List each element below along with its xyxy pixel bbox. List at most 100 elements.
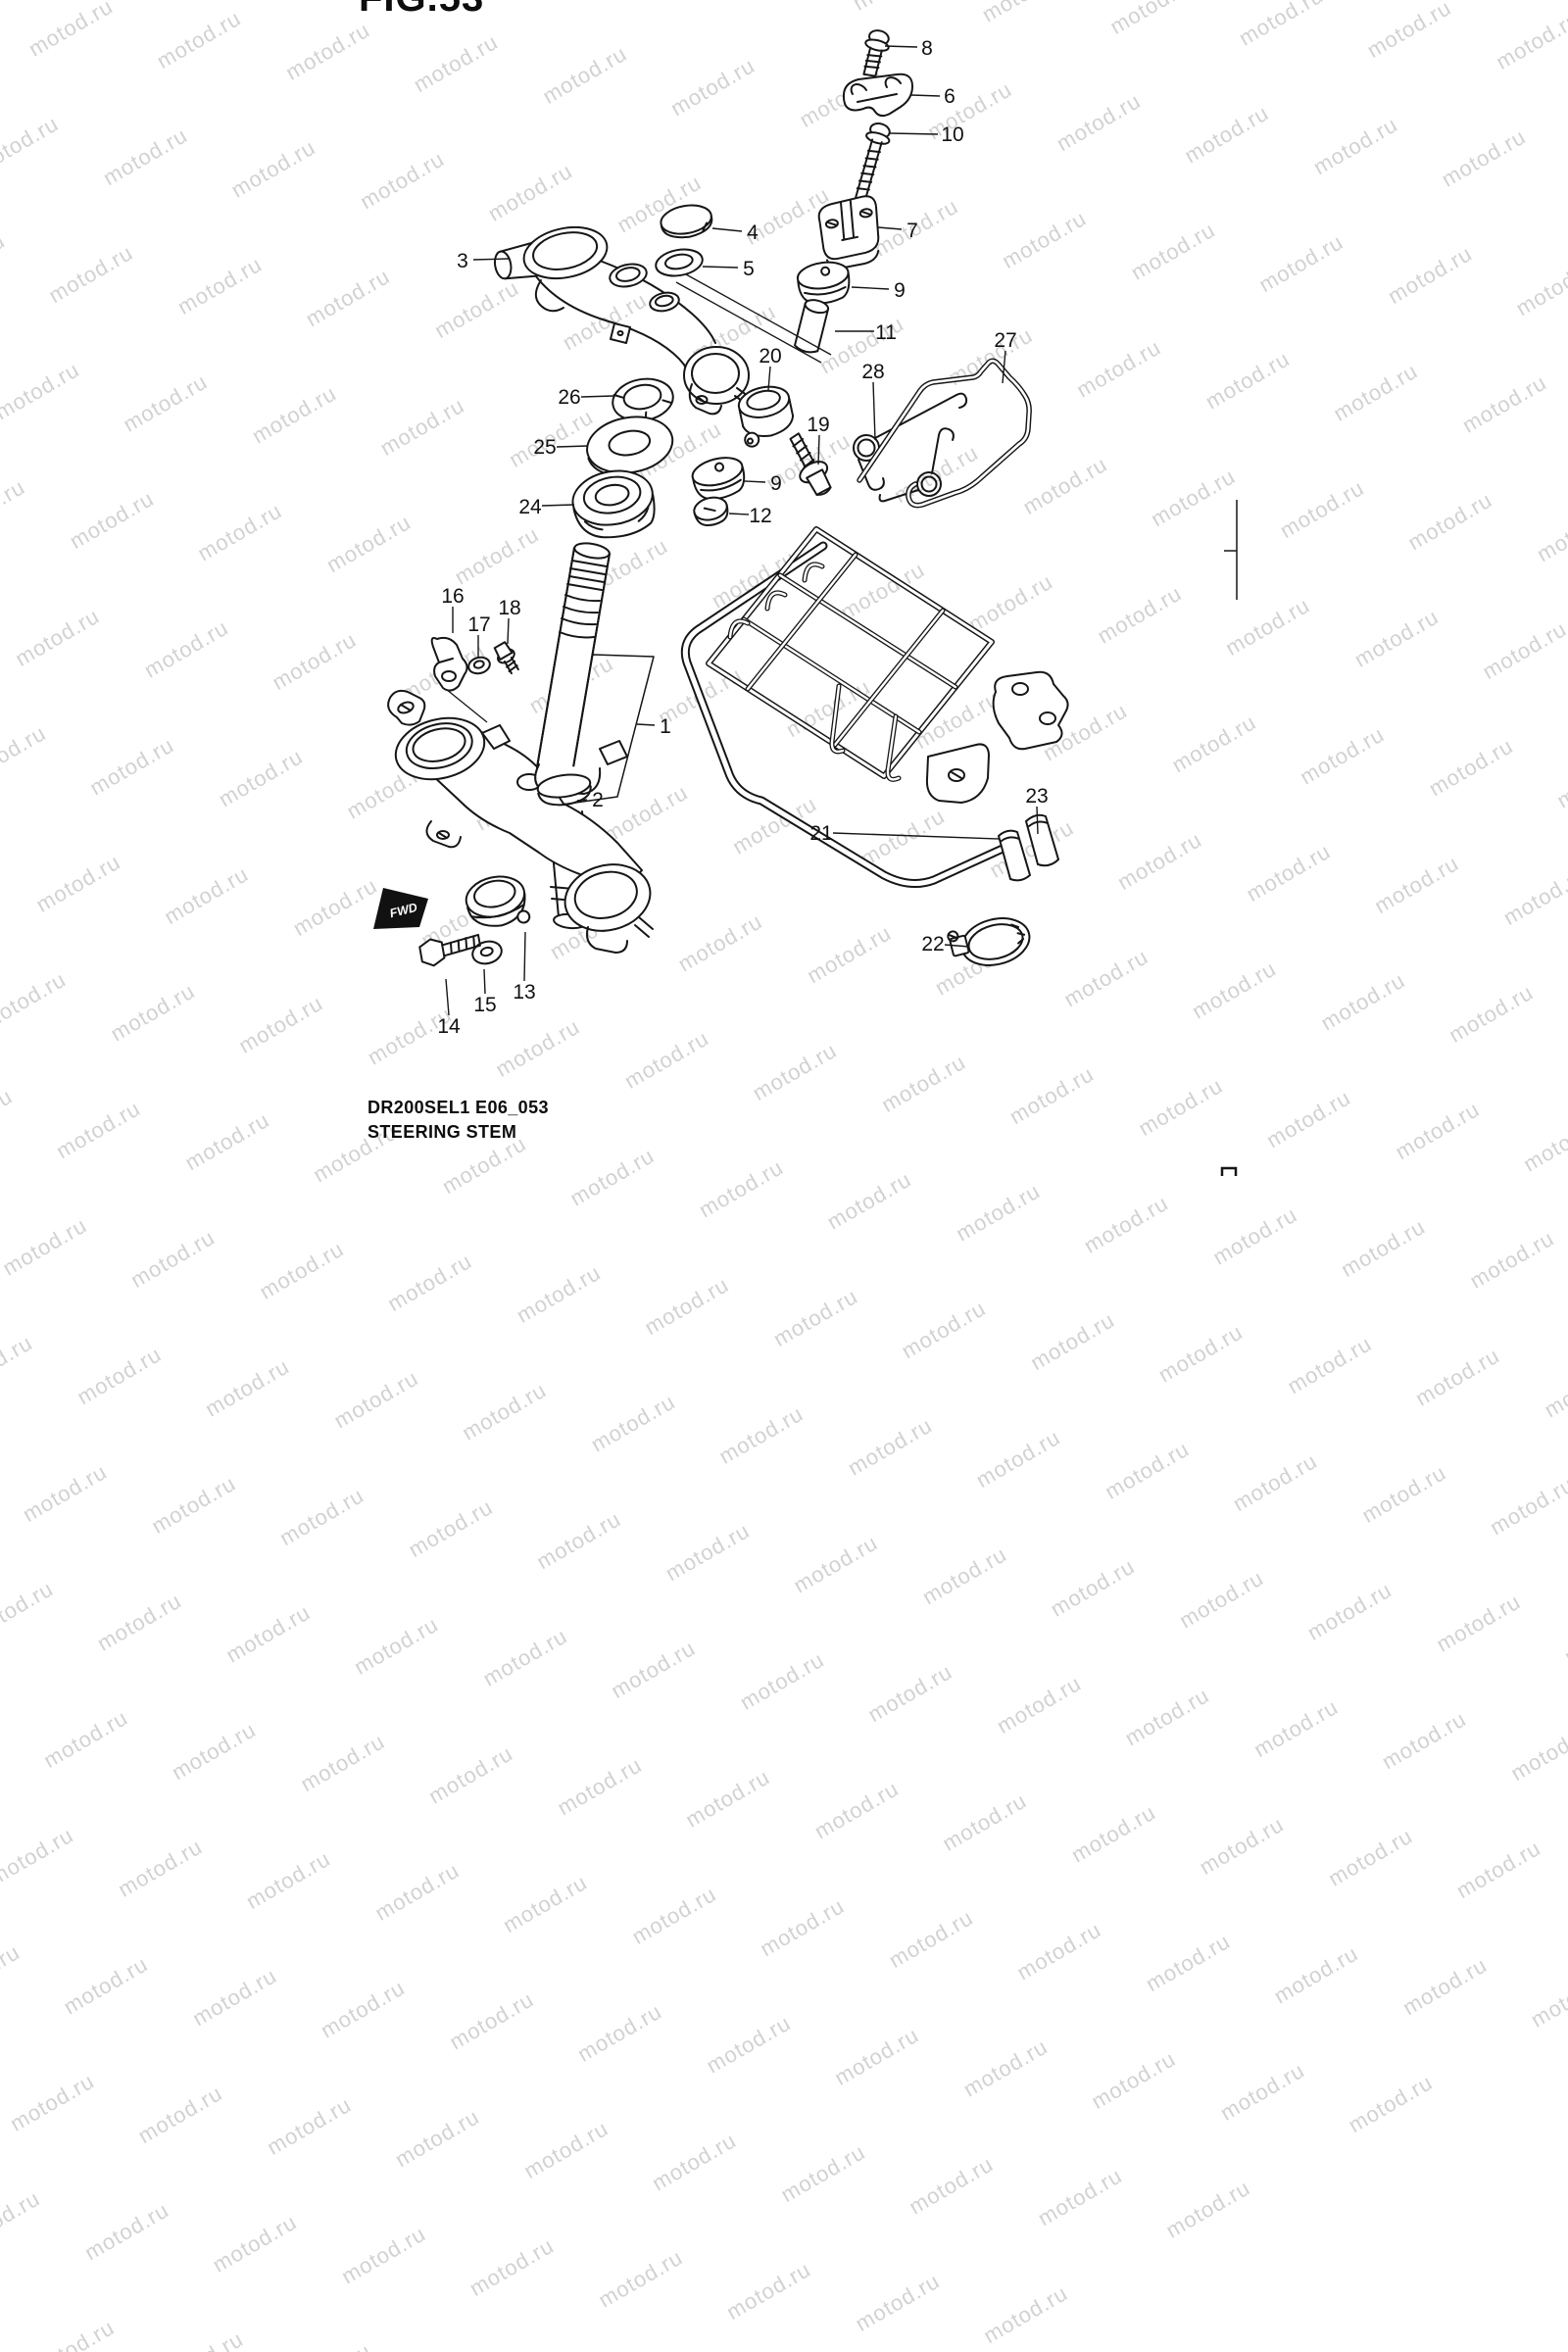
part-7-handlebar-holder	[817, 195, 880, 270]
callout-leader-28	[872, 381, 876, 441]
watermark-text: motod.ru	[1066, 1799, 1160, 1868]
watermark-text: motod.ru	[1120, 1683, 1214, 1751]
callout-number-12: 12	[749, 505, 771, 527]
callout-leader-7	[877, 226, 903, 230]
callout-leader-13	[523, 931, 526, 982]
watermark-text: motod.ru	[532, 1506, 625, 1575]
watermark-text: motod.ru	[843, 1412, 937, 1481]
watermark-text: motod.ru	[0, 1212, 91, 1281]
watermark-text: motod.ru	[241, 1845, 335, 1914]
watermark-text: motod.ru	[1141, 1929, 1235, 1997]
watermark-text: motod.ru	[404, 1494, 498, 1562]
part-25-dust-seal-washer	[586, 416, 674, 476]
watermark-text: motod.ru	[133, 2080, 227, 2149]
callout-number-24: 24	[518, 496, 542, 518]
watermark-text: motod.ru	[512, 1259, 606, 1328]
callout-leader-8	[884, 45, 918, 48]
watermark-text: motod.ru	[971, 1424, 1065, 1493]
watermark-text: motod.ru	[1228, 1447, 1322, 1517]
watermark-text: motod.ru	[822, 1166, 916, 1235]
part-27-wire-bracket	[857, 358, 1032, 509]
watermark-text: motod.ru	[329, 1365, 423, 1434]
watermark-text: motod.ru	[221, 1599, 315, 1668]
watermark-text: motod.ru	[412, 2350, 505, 2352]
callout-leader-18	[507, 617, 510, 645]
part-21-front-carrier	[680, 526, 1069, 889]
part-16-bracket	[430, 636, 468, 692]
callout-number-10: 10	[941, 123, 963, 146]
callout-leader-23	[1036, 806, 1039, 835]
watermark-text: motod.ru	[594, 2244, 687, 2313]
callout-number-9: 9	[770, 472, 782, 495]
watermark-text: motod.ru	[188, 1963, 281, 2032]
watermark-text: motod.ru	[1033, 2163, 1127, 2231]
part-upper-triple-clamp	[493, 225, 752, 416]
watermark-text: motod.ru	[702, 2010, 796, 2079]
callout-leader-19	[817, 434, 820, 466]
watermark-text: motod.ru	[445, 1986, 538, 2055]
watermark-text: motod.ru	[938, 1788, 1032, 1856]
model-code: DR200SEL1 E06_053	[368, 1098, 549, 1117]
watermark-text: motod.ru	[1269, 1940, 1363, 2009]
part-26-stem-nut	[612, 377, 674, 432]
watermark-text: motod.ru	[263, 2091, 356, 2160]
watermark-text: motod.ru	[586, 1389, 680, 1457]
callout-number-15: 15	[473, 994, 496, 1016]
watermark-text: motod.ru	[789, 1530, 883, 1598]
callout-number-28: 28	[861, 361, 884, 383]
callout-number-1: 1	[660, 715, 671, 738]
callout-number-23: 23	[1025, 785, 1048, 808]
part-18-bolt	[493, 641, 519, 675]
watermark-text: motod.ru	[1526, 1964, 1568, 2033]
watermark-text: motod.ru	[917, 1542, 1011, 1610]
watermark-text: motod.ru	[1344, 2070, 1438, 2138]
fwd-arrow: FWD	[373, 888, 428, 929]
part-9-damper-lower	[691, 457, 746, 500]
callout-leader-1	[636, 723, 656, 726]
callout-number-14: 14	[437, 1015, 461, 1038]
fold-marks	[1220, 500, 1238, 1176]
callout-leader-20	[767, 366, 771, 391]
watermark-text: motod.ru	[499, 1869, 592, 1938]
watermark-text: motod.ru	[1208, 1201, 1301, 1270]
part-23-rubber-sleeve	[998, 813, 1059, 882]
part-22-hose-clamp	[947, 917, 1031, 966]
callout-leader-10	[889, 132, 939, 135]
callout-leader-15	[483, 968, 486, 995]
watermark-text: motod.ru	[952, 1178, 1045, 1247]
watermark-text: motod.ru	[1215, 2057, 1309, 2126]
callout-number-18: 18	[498, 597, 520, 619]
watermark-text: motod.ru	[147, 1470, 240, 1539]
watermark-text: motod.ru	[465, 2232, 559, 2301]
watermark-text: motod.ru	[1195, 1811, 1289, 1880]
callout-leader-14	[445, 978, 450, 1016]
watermark-text: motod.ru	[830, 2022, 923, 2090]
watermark-text: motod.ru	[714, 1400, 808, 1469]
watermark-text: motod.ru	[1026, 1307, 1119, 1376]
callout-number-11: 11	[875, 321, 897, 344]
carrier-mount-tab	[925, 743, 990, 804]
watermark-text: motod.ru	[114, 1834, 207, 1902]
part-28-springs	[853, 392, 968, 503]
callout-number-22: 22	[921, 933, 944, 956]
callout-leader-27	[1002, 350, 1006, 384]
exploded-parts-diagram: FWD 861074359112720282619259241216181712…	[373, 29, 1238, 1176]
watermark-text: motod.ru	[0, 1330, 37, 1398]
watermark-text: motod.ru	[1079, 1190, 1173, 1258]
watermark-text: motod.ru	[681, 1764, 774, 1833]
watermark-text: motod.ru	[337, 2221, 430, 2289]
watermark-text: motod.ru	[1506, 1718, 1568, 1787]
callout-number-2: 2	[592, 789, 604, 811]
watermark-text: motod.ru	[648, 2128, 741, 2196]
watermark-text: motod.ru	[809, 1776, 904, 1844]
watermark-text: motod.ru	[5, 2068, 99, 2136]
part-13-dust-boot	[465, 875, 531, 927]
watermark-text: motod.ru	[296, 1729, 389, 1797]
watermark-text: motod.ru	[1398, 1952, 1492, 2021]
diagram-title: STEERING STEM	[368, 1122, 517, 1142]
watermark-text: motod.ru	[39, 1704, 132, 1773]
callout-number-5: 5	[743, 258, 755, 280]
part-20-washer-set	[737, 385, 795, 448]
callout-number-13: 13	[513, 981, 535, 1004]
